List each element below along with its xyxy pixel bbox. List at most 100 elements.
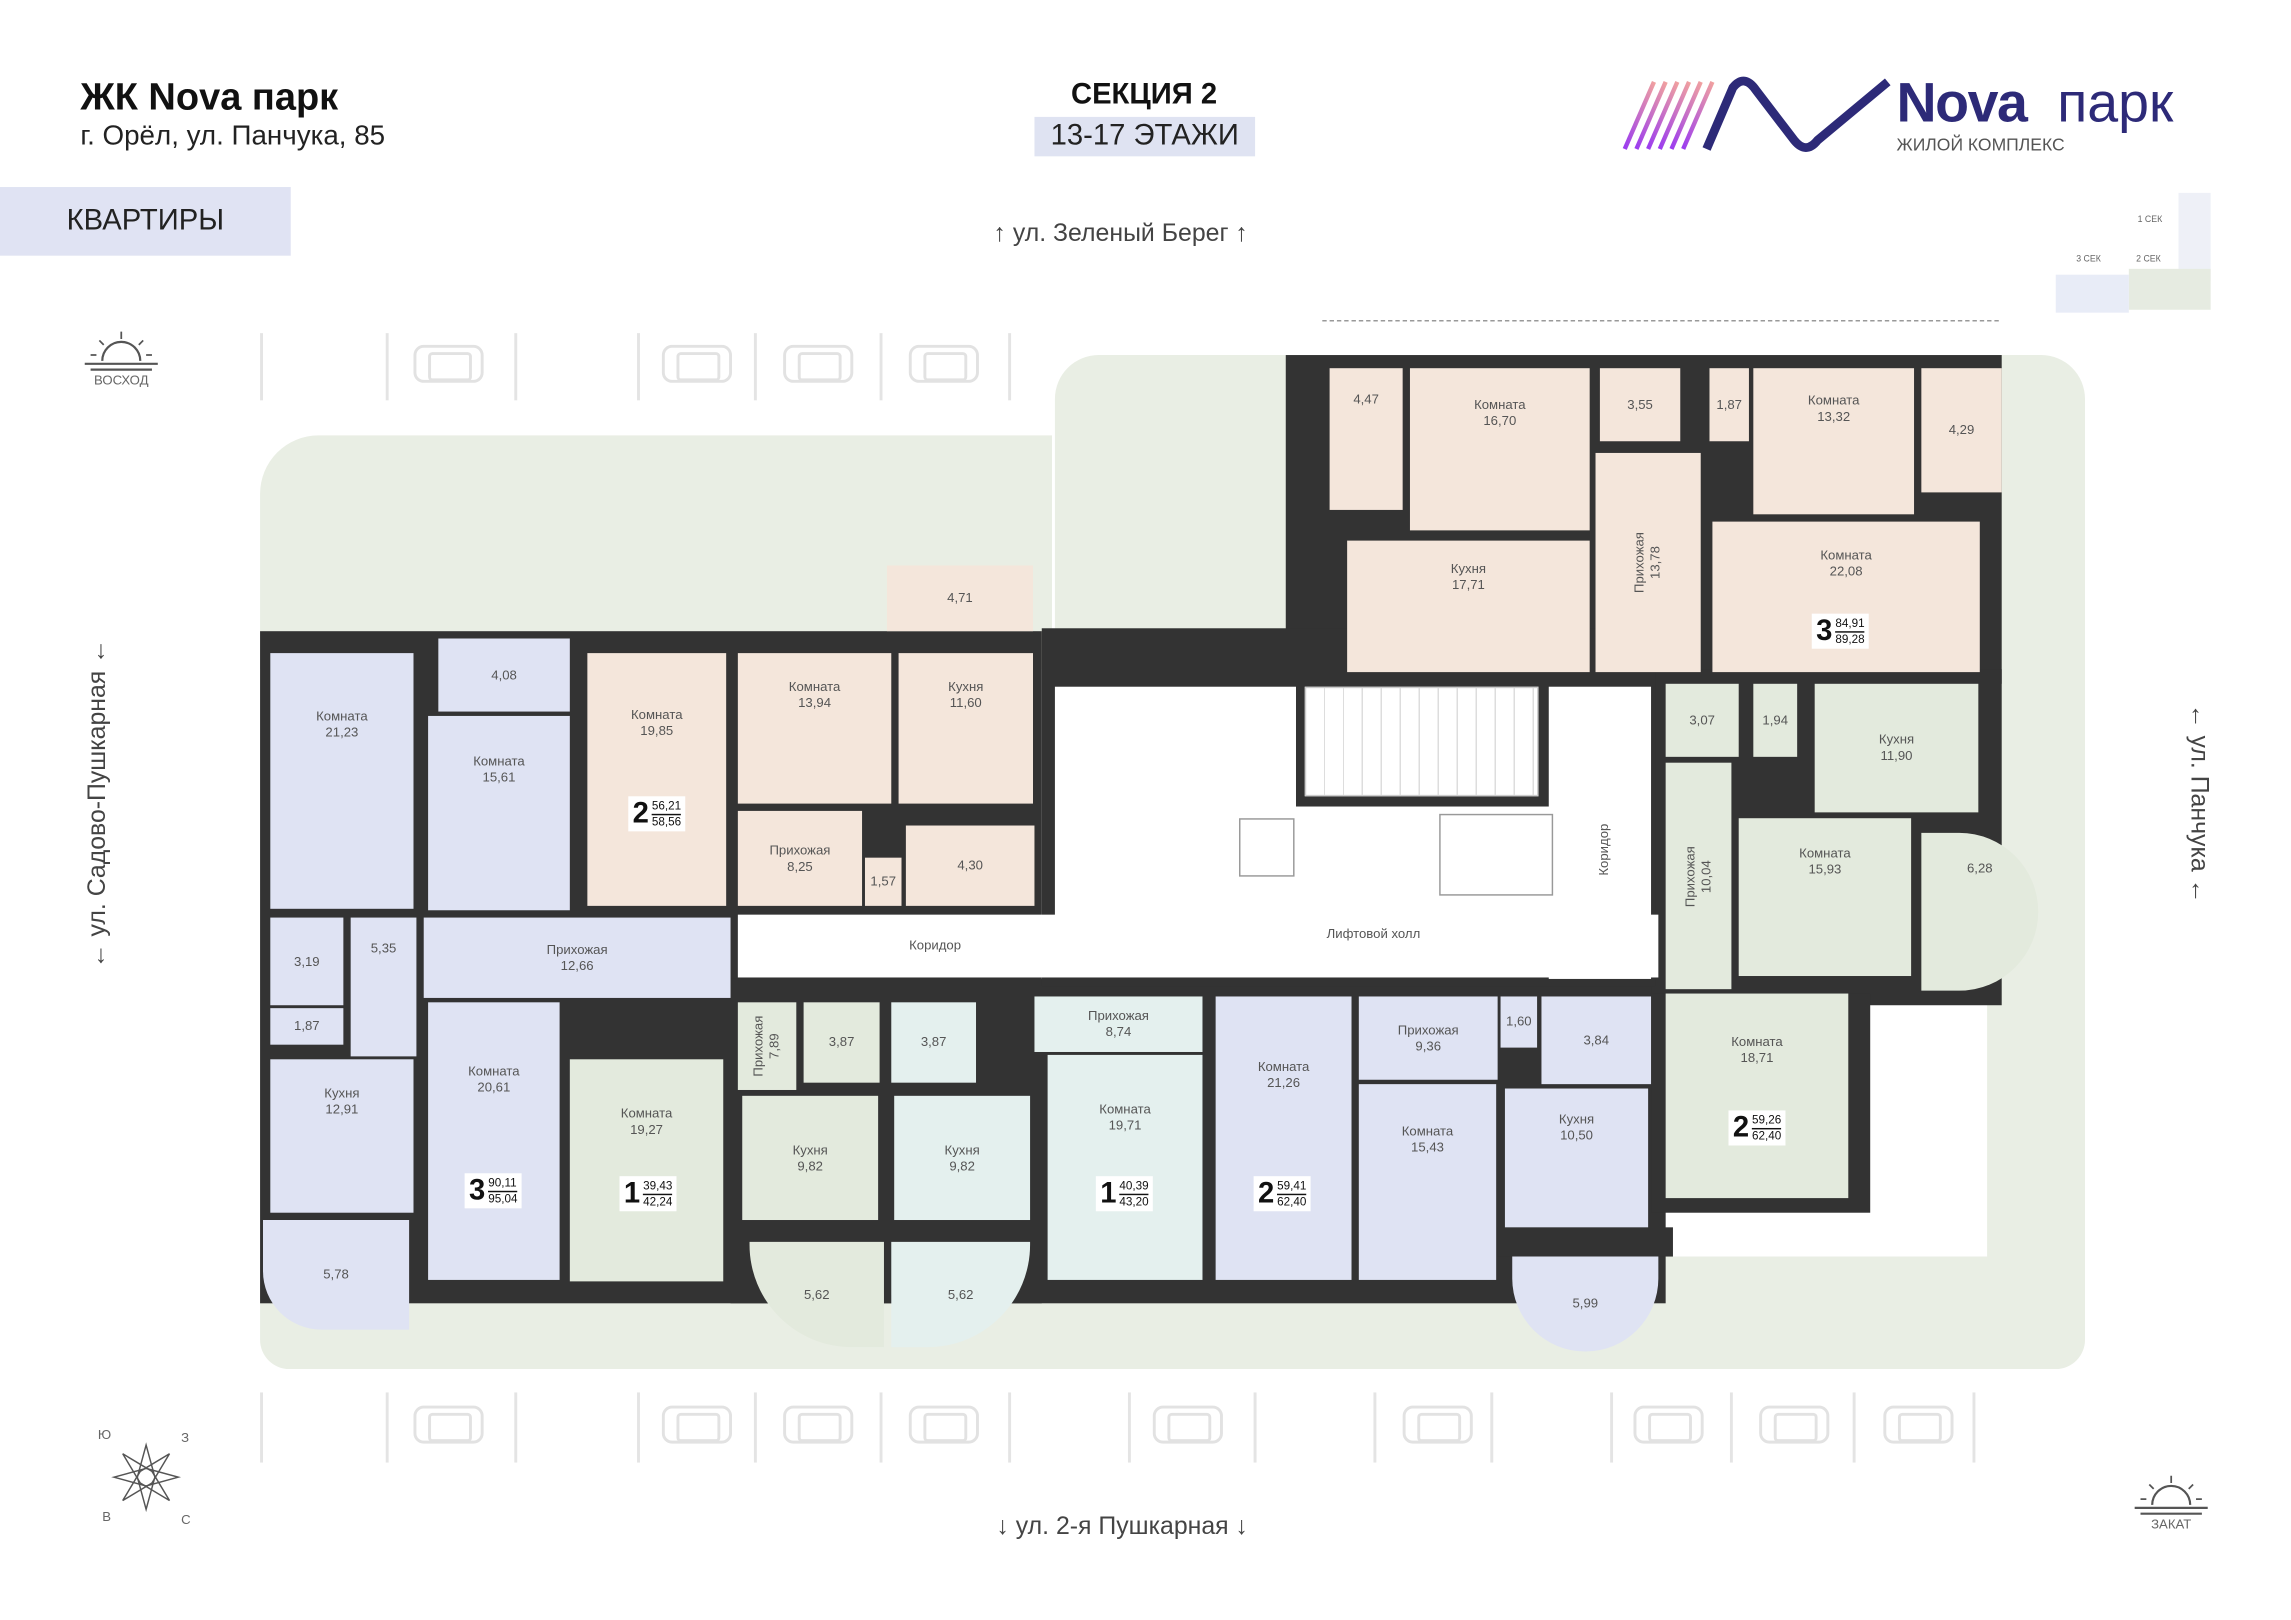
parking-line [260,1392,263,1463]
room-auxiliary[interactable]: 3,84 [1541,996,1652,1085]
room-auxiliary[interactable]: 3,87 [891,1002,977,1083]
room-auxiliary[interactable]: 4,29 [1921,368,2002,493]
lift-hall-label: Лифтовой холл [1326,926,1421,941]
minimap-section-2 [2128,268,2211,310]
room-name: Комната [468,1063,520,1079]
room-auxiliary[interactable]: 6,28 [1921,832,2039,991]
room-auxiliary[interactable]: 5,78 [262,1220,410,1330]
room-label: 3,55 [1627,397,1653,413]
room-auxiliary[interactable]: 1,87 [1709,368,1749,442]
parking-line [637,333,640,401]
room-area: 5,35 [370,940,397,956]
room-name: Комната [1807,393,1860,408]
room-auxiliary[interactable]: 3,87 [803,1002,880,1083]
living-area: 59,26 [1752,1113,1782,1129]
parking-line [879,333,883,401]
room-auxiliary[interactable]: 4,47 [1329,368,1403,510]
rooms-count: 2 [1258,1177,1275,1210]
room-auxiliary[interactable]: 5,35 [350,917,417,1057]
floors-label: 13-17 ЭТАЖИ [1034,116,1256,157]
room-label: 1,94 [1762,712,1788,728]
parking-line [1008,1392,1012,1463]
room-name: Комната [631,707,683,722]
apartments-button[interactable]: КВАРТИРЫ [0,187,291,256]
room-auxiliary[interactable]: 1,87 [270,1008,344,1045]
room-auxiliary[interactable]: 1,94 [1753,683,1798,757]
room-area: 1,94 [1762,712,1789,727]
room-area: 3,87 [828,1034,855,1050]
room-name: Комната [316,708,368,724]
living-area: 84,91 [1835,616,1865,632]
room-name: Прихожая [769,842,831,857]
room-name: Комната [1099,1101,1151,1117]
car-icon [661,344,733,383]
parking-line [1373,1392,1377,1463]
room-area: 7,89 [767,1033,782,1059]
car-icon [908,1405,979,1444]
room-auxiliary[interactable]: 3,19 [270,917,344,1006]
room-name: Прихожая [1397,1022,1459,1037]
street-right: ← ул. Панчука ← [2185,703,2214,904]
compass-west: З [181,1430,190,1446]
room-area: 12,66 [560,957,594,973]
room-label: 5,99 [1572,1296,1598,1312]
logo-tagline: ЖИЛОЙ КОМПЛЕКС [1896,134,2065,155]
room-name: Комната [1257,1059,1310,1074]
room-area: 3,87 [920,1034,947,1050]
corridor-east [1548,686,1652,979]
room-auxiliary[interactable]: 4,30 [905,825,1035,906]
room-area: 3,07 [1689,712,1715,727]
room-label: 1,60 [1506,1014,1532,1030]
room-label: 1,87 [1716,397,1742,413]
room-auxiliary[interactable]: 4,08 [438,638,570,712]
room-auxiliary[interactable]: 1,57 [864,857,902,906]
parking-line [1972,1392,1976,1463]
room-area: 16,70 [1483,413,1517,429]
room-area: 19,27 [630,1122,663,1137]
room-auxiliary[interactable]: 3,07 [1665,683,1739,757]
room-auxiliary[interactable]: 1,60 [1500,996,1538,1048]
living-area: 40,39 [1119,1178,1149,1195]
total-area: 42,24 [643,1194,673,1208]
section-title: СЕКЦИЯ 2 [1070,78,1218,112]
room-auxiliary[interactable]: 4,71 [886,565,1033,632]
parking-line [753,1392,757,1463]
parking-line [1127,1392,1131,1463]
parking-line [879,1392,883,1463]
minimap-label-3: 3 СЕК [2076,255,2101,265]
room-auxiliary[interactable]: 3,55 [1599,368,1681,442]
